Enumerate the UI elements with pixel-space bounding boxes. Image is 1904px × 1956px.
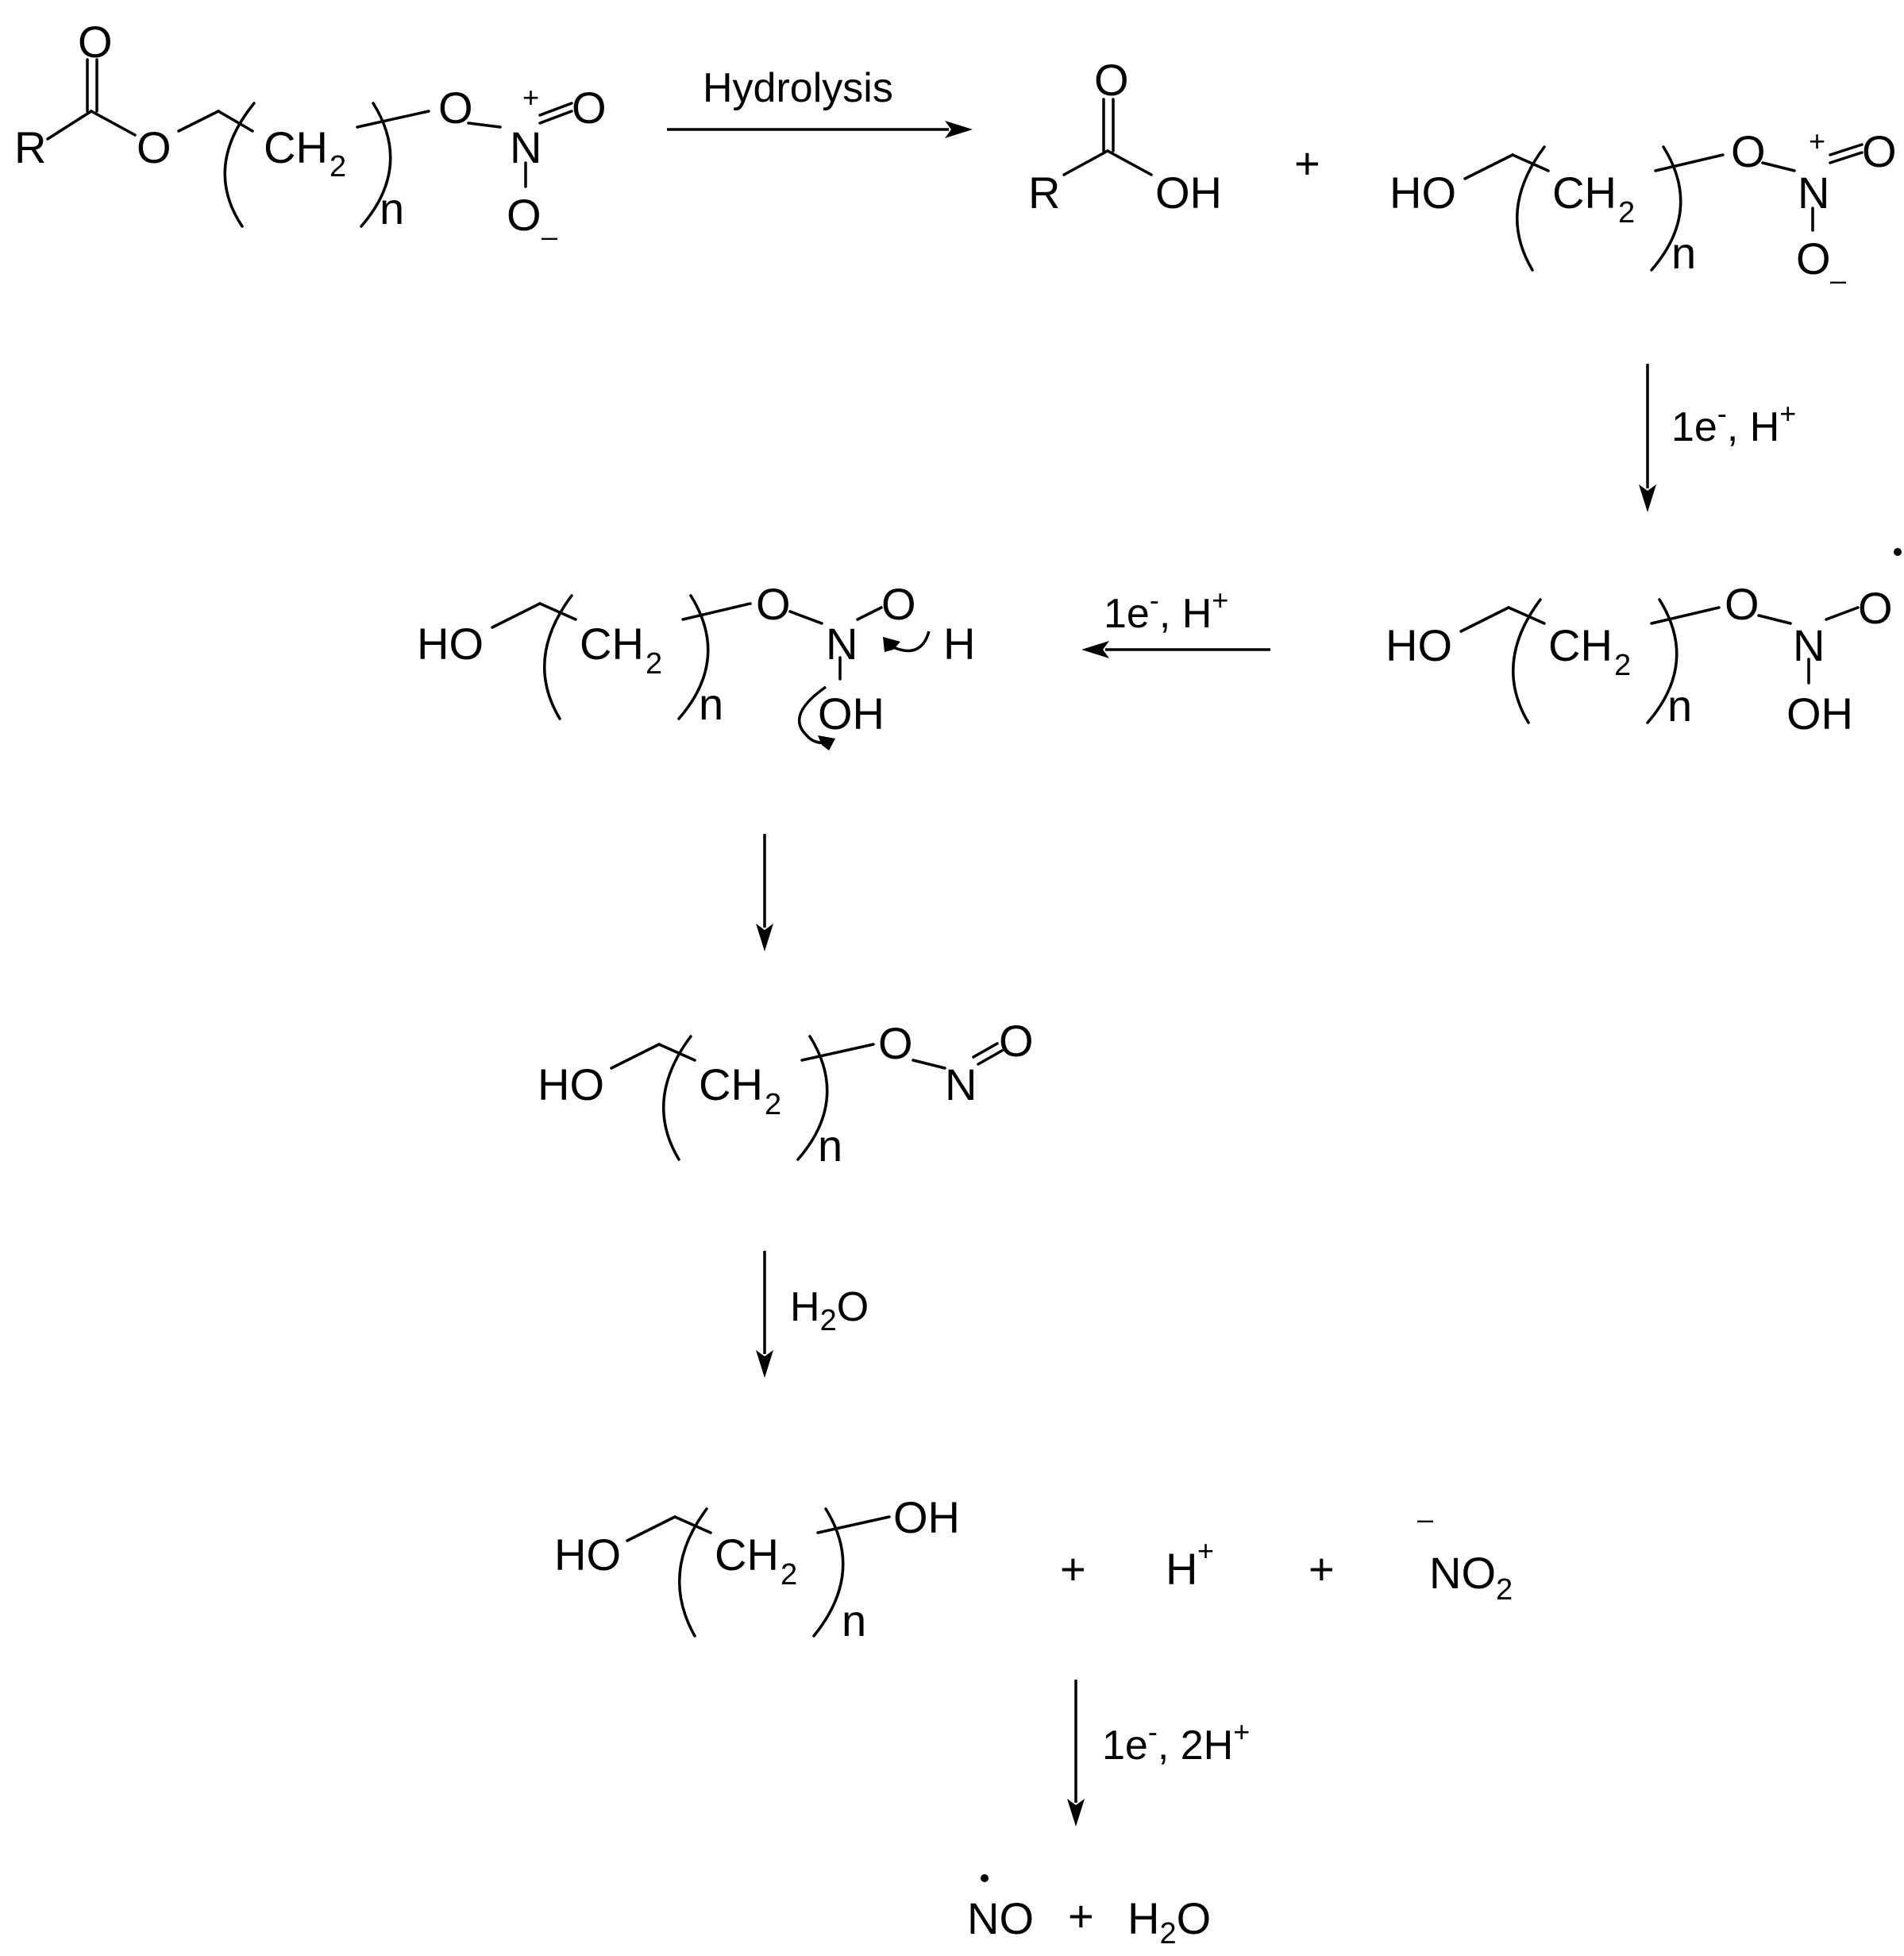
step5-label: H2O [790,1284,869,1337]
step3-label: 1e-, H+ [1104,584,1228,637]
plus-sign-4: + [1068,1891,1094,1941]
nitrate-radical: HO CH 2 n O N O OH [1386,548,1902,739]
final-products: NO + H2O [967,1874,1211,1950]
nitrate-o-double: O [1862,126,1897,176]
hydrolysis-arrow: Hydrolysis [667,65,973,138]
reactant-ch-sub: 2 [330,150,346,183]
radical-oh: OH [1786,689,1853,739]
reduction-arrow-3: 1e-, 2H+ [1067,1680,1250,1827]
reactant-o-double: O [572,83,607,133]
no-radical-dot [981,1874,989,1882]
diol-ch-sub: 2 [780,1558,797,1591]
nitrate-plus-charge: + [1809,125,1825,157]
nitrite-o-link: O [878,1018,913,1068]
radical-o-link: O [1725,579,1759,629]
hydration-arrow: H2O [756,1251,869,1378]
intermediate-n-atom: N [826,619,858,669]
reduction-arrow-2: 1e-, H+ [1081,584,1270,658]
reactant-carbonyl-o: O [78,17,113,67]
reactant-ester-nitrate: R O O CH 2 n O N + O O – [14,17,607,253]
intermediate-n-repeat: n [699,679,723,729]
hydrolysis-label: Hydrolysis [703,65,893,111]
acid-carbonyl-o: O [1094,55,1129,105]
reactant-minus-charge: – [542,220,557,253]
intermediate-ch-sub: 2 [646,647,662,681]
intermediate-ch: CH [580,619,644,669]
nitrite-ch: CH [699,1059,763,1109]
nitrate-ch-sub: 2 [1618,196,1635,230]
diol-ch: CH [715,1530,779,1580]
radical-dot [1894,548,1902,556]
radical-ho: HO [1386,620,1452,670]
acid-r: R [1028,168,1060,218]
plus-sign-2: + [1060,1544,1086,1594]
nitrate-n-repeat: n [1671,228,1696,278]
alkyl-nitrite: HO CH 2 n O N O [538,1016,1034,1171]
acid-oh: OH [1155,168,1222,218]
step6-label: 1e-, 2H+ [1102,1715,1250,1769]
radical-n-repeat: n [1667,681,1692,731]
radical-ch: CH [1548,620,1613,670]
nitrite-ion-charge: – [1417,1503,1433,1535]
reactant-o-link: O [438,83,473,133]
radical-ch-sub: 2 [1614,649,1631,682]
nitrite-n-atom: N [945,1059,977,1109]
radical-o: O [1858,583,1893,633]
nitrate-o-minus: O [1796,233,1831,284]
reactant-o-minus: O [507,190,542,240]
radical-n-atom: N [1793,620,1825,670]
intermediate-o-link: O [756,579,791,629]
intermediate-ho: HO [417,619,484,669]
carboxylic-acid: O R OH [1028,55,1222,218]
reactant-r: R [14,122,46,172]
nitrate-n-atom: N [1798,168,1829,218]
elimination-arrow [756,834,773,951]
plus-sign-1: + [1294,138,1320,188]
nitrate-minus-charge: – [1830,264,1846,296]
reactant-ester-o: O [137,122,172,172]
plus-sign-3: + [1309,1544,1335,1594]
reactant-ch: CH [264,122,328,172]
nitrite-o-double: O [999,1016,1034,1066]
nitric-oxide: NO [967,1893,1034,1943]
diol-oh: OH [893,1492,960,1542]
reactant-n-atom: N [510,122,542,172]
proton-h: H [1166,1544,1197,1594]
nitro-intermediate: HO CH 2 n O N O H OH [417,579,975,750]
reactant-n-repeat: n [380,183,404,233]
nitrate-ch: CH [1552,168,1617,218]
nitrite-ch-sub: 2 [765,1088,781,1121]
intermediate-o-top: O [881,579,916,629]
nitrite-ho: HO [538,1059,604,1109]
proton-charge: + [1197,1534,1214,1567]
water: H2O [1127,1893,1211,1950]
hydroxyalkyl-nitrate: HO CH 2 n O N + O O – [1389,125,1897,296]
reactant-plus-charge: + [522,81,539,114]
intermediate-h: H [943,619,975,669]
diol-product: HO CH 2 n OH [554,1492,960,1645]
reduction-arrow-1: 1e-, H+ [1639,364,1796,512]
nitrite-n-repeat: n [818,1121,842,1171]
step2-label: 1e-, H+ [1671,397,1796,450]
nitrate-ho: HO [1389,168,1456,218]
intermediate-oh: OH [818,689,885,739]
nitrite-ion: NO2 [1429,1548,1513,1607]
diol-ho: HO [554,1530,621,1580]
nitrate-o-link: O [1731,126,1766,176]
diol-n-repeat: n [842,1595,866,1645]
